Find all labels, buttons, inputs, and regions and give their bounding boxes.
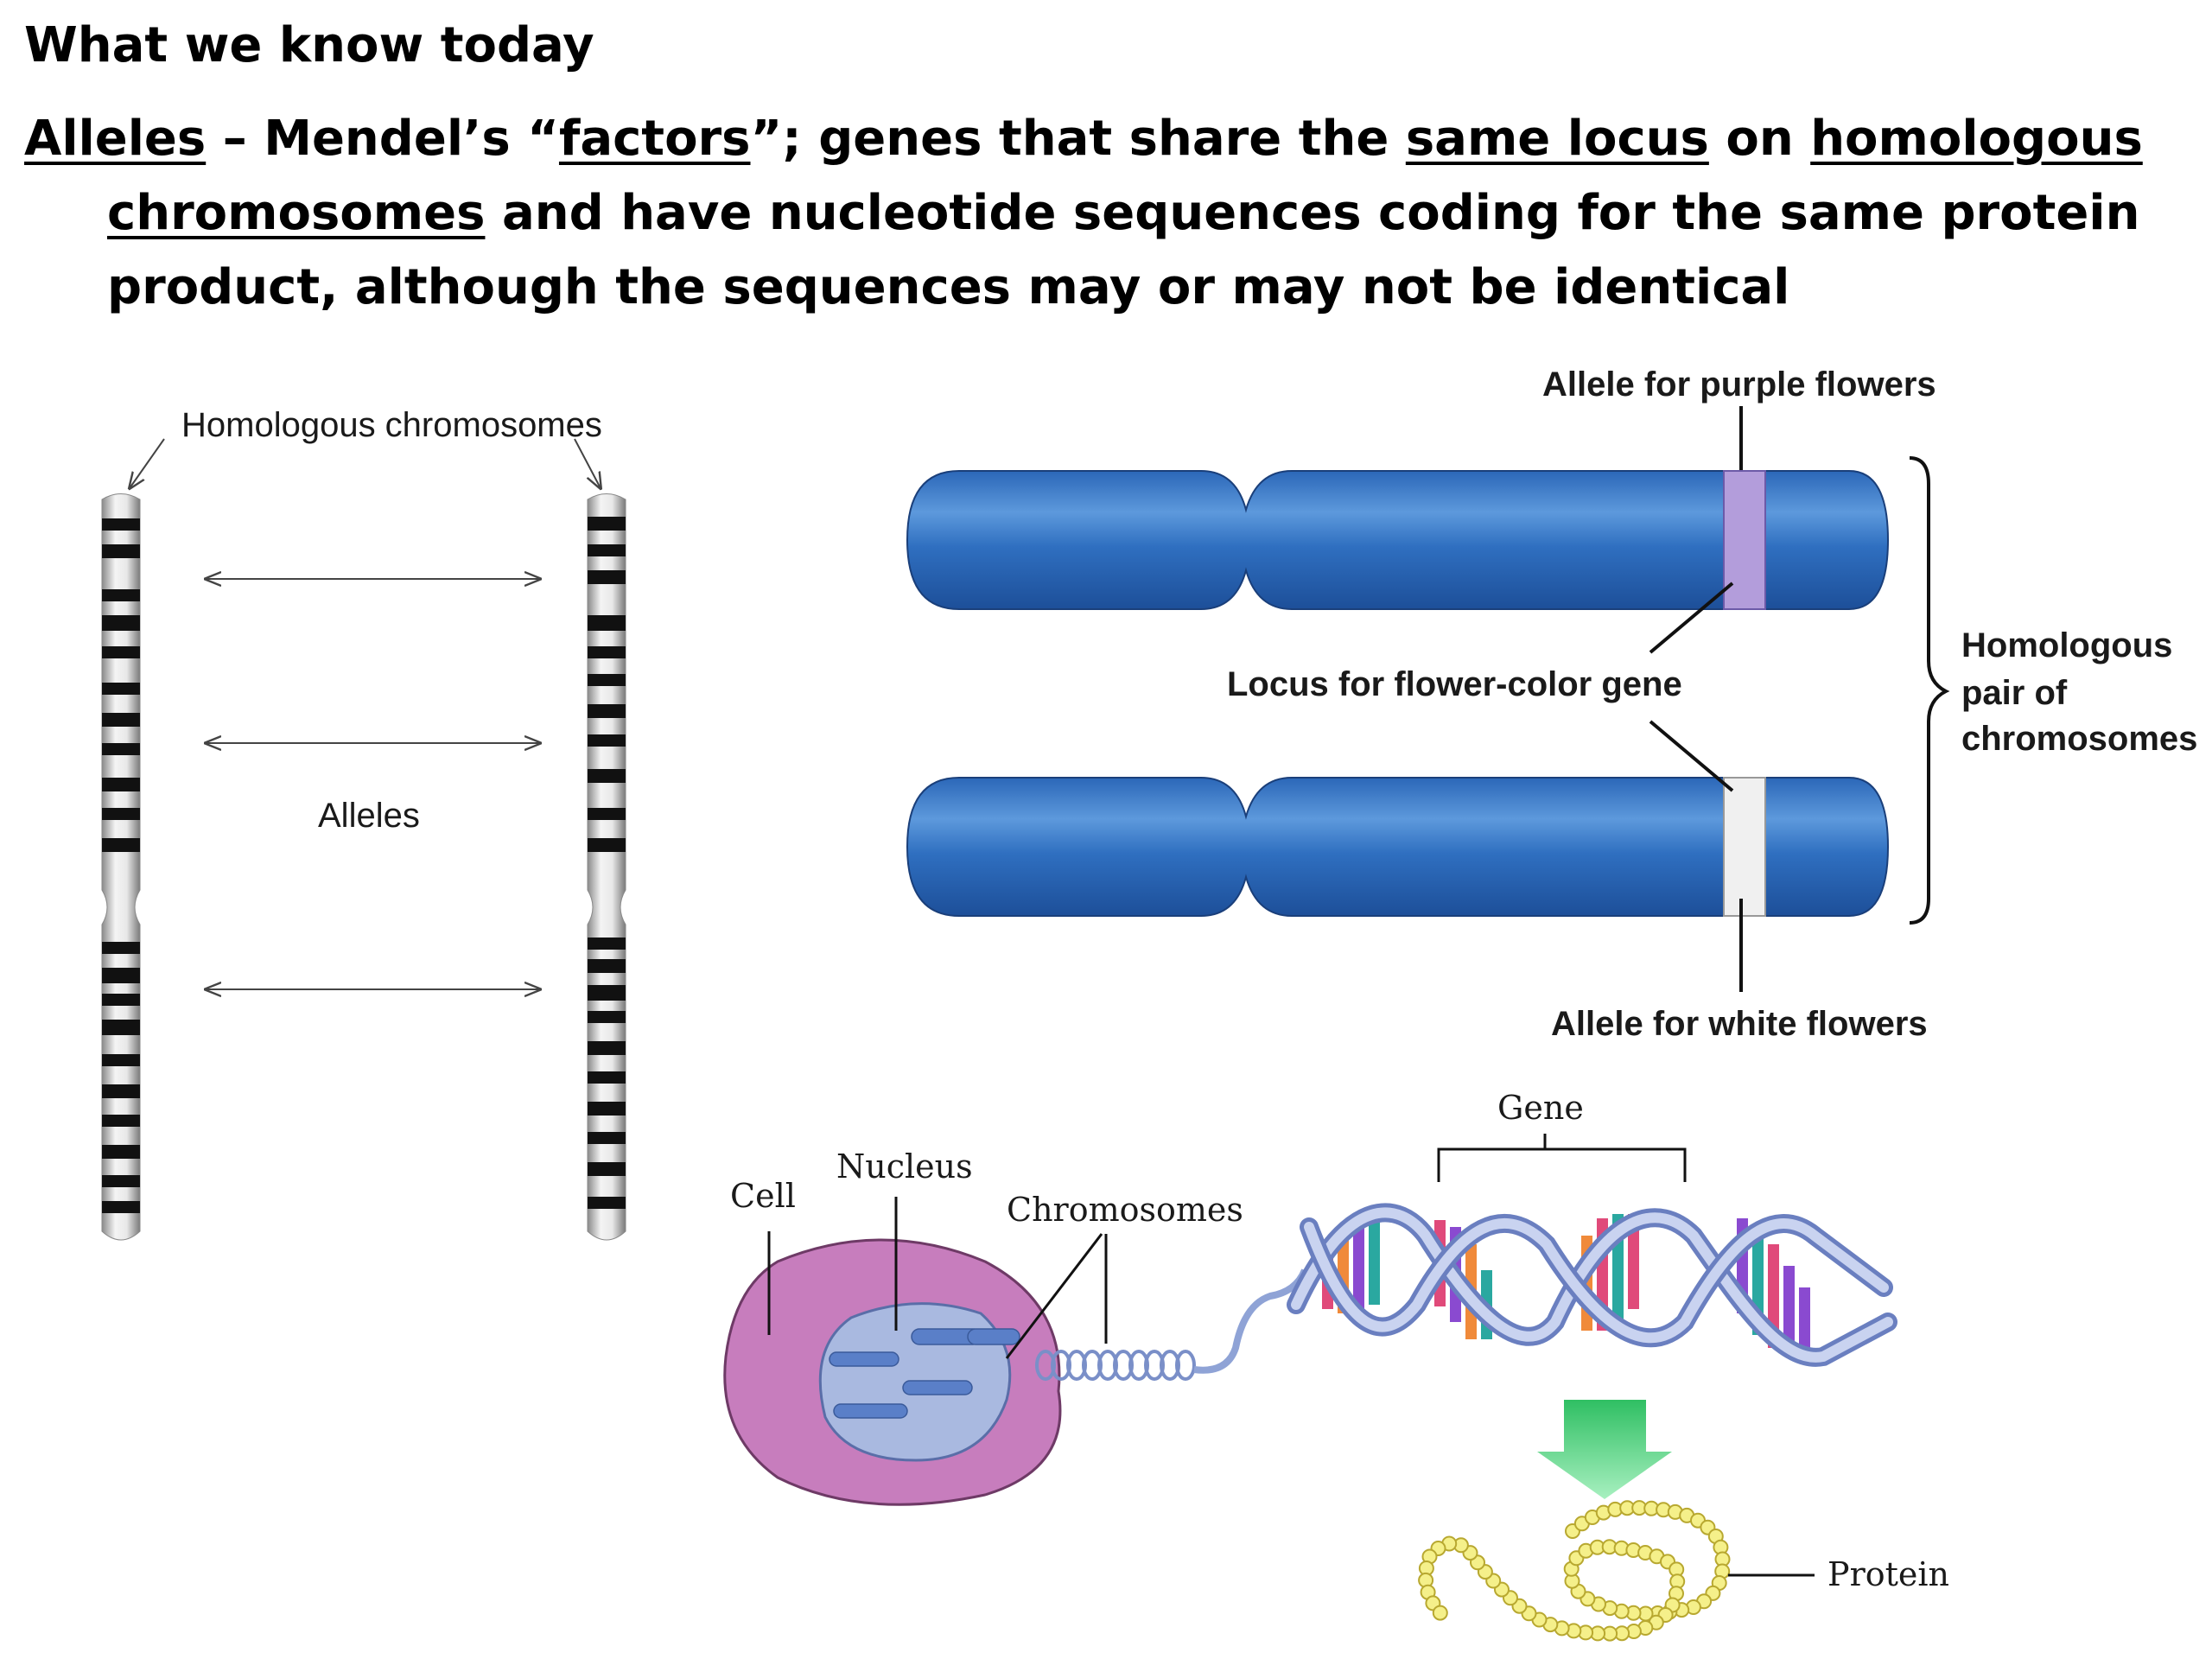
- label-pair-line1: Homologous: [1961, 626, 2172, 664]
- label-nucleus: Nucleus: [836, 1147, 973, 1185]
- definition-text-2: ”; genes that share the: [750, 111, 1406, 167]
- term-homologous-chromosomes: homologous chromosomes: [107, 111, 2143, 241]
- label-homologous-chromosomes: Homologous chromosomes: [181, 406, 602, 444]
- definition-text-1: – Mendel’s “: [206, 111, 559, 167]
- purple-allele-band: [1723, 470, 1766, 610]
- label-protein: Protein: [1827, 1555, 1949, 1593]
- nucleus-chromosomes: [829, 1328, 1020, 1419]
- label-locus: Locus for flower-color gene: [1227, 665, 1682, 703]
- white-allele-band: [1723, 777, 1766, 917]
- pointer-left-chromosome: [130, 438, 165, 488]
- label-allele-white: Allele for white flowers: [1551, 1005, 1928, 1043]
- definition-text-3: on: [1708, 111, 1811, 167]
- term-alleles: Alleles: [24, 111, 207, 167]
- gene-bracket: [1437, 1134, 1687, 1182]
- pointer-locus-top: [1649, 582, 1734, 654]
- protein-chain: [1418, 1500, 1731, 1642]
- label-cell: Cell: [730, 1177, 796, 1215]
- blue-chromosome-top: [906, 470, 1890, 610]
- right-grey-chromosome: [587, 493, 626, 1241]
- dna-double-helix: [1287, 1203, 1897, 1367]
- page-heading: What we know today: [24, 17, 594, 73]
- allele-definition: Alleles – Mendel’s “factors”; genes that…: [24, 102, 2198, 325]
- pointer-locus-bottom: [1649, 720, 1734, 792]
- label-chromosomes: Chromosomes: [1007, 1191, 1243, 1229]
- label-alleles: Alleles: [318, 797, 420, 835]
- bottom-diagram: Cell Nucleus Chromosomes: [723, 1089, 1949, 1642]
- coiled-dna: [1035, 1268, 1308, 1381]
- protein-bead: [1432, 1605, 1448, 1621]
- right-diagram: Allele for purple flowers Locus for flow…: [906, 365, 2197, 1043]
- left-grey-chromosome: [101, 493, 141, 1241]
- transcription-arrow: [1537, 1400, 1672, 1499]
- pointer-right-chromosome: [574, 438, 601, 488]
- pair-brace: [1909, 456, 1950, 925]
- left-diagram: Homologous chromosomes: [101, 406, 626, 1241]
- term-factors: factors: [558, 111, 751, 167]
- term-same-locus: same locus: [1405, 111, 1709, 167]
- label-allele-purple: Allele for purple flowers: [1542, 365, 1936, 404]
- pointer-chromosomes-1: [1005, 1233, 1103, 1359]
- blue-chromosome-bottom: [906, 777, 1890, 917]
- definition-text-4: and have nucleotide sequences coding for…: [107, 185, 2140, 315]
- label-pair-line3: chromosomes: [1961, 720, 2197, 758]
- label-pair-line2: pair of: [1961, 674, 2068, 712]
- label-gene: Gene: [1497, 1089, 1584, 1127]
